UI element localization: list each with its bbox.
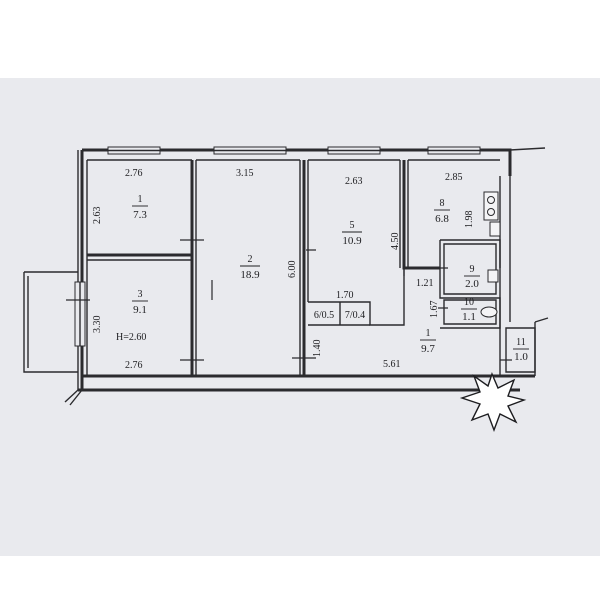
room2-width: 3.15 (236, 168, 254, 179)
washbasin-icon (487, 269, 499, 283)
room-3-number: 3 (138, 289, 143, 300)
outer-walls (64, 147, 549, 406)
room-2-label: 2 18.9 (240, 254, 260, 281)
room-11-area: 1.0 (514, 351, 528, 363)
room-11-label: 11 1.0 (513, 337, 529, 363)
windows (74, 146, 481, 347)
room8-width: 2.85 (445, 172, 463, 183)
interior-walls (86, 159, 536, 376)
room-8-area: 6.8 (435, 213, 449, 225)
sink-icon (489, 221, 501, 237)
room-2-number: 2 (248, 254, 253, 265)
room4-width: 2.76 (125, 168, 143, 179)
ceiling-height: H=2.60 (116, 332, 146, 343)
room-5-area: 10.9 (342, 235, 362, 247)
room-11-number: 11 (516, 337, 526, 348)
room3-width: 2.76 (125, 360, 143, 371)
room-6-label: 6/0.5 (314, 310, 334, 321)
room-8-number: 8 (440, 198, 445, 209)
room-3-label: 3 9.1 (132, 289, 148, 316)
room-10-number: 10 (464, 297, 474, 308)
room-2-area: 18.9 (240, 269, 260, 281)
hall-length: 5.61 (383, 359, 401, 370)
room5-length: 4.50 (390, 233, 401, 251)
room8-length: 1.98 (464, 211, 475, 229)
room-4-label: 1 7.3 (132, 194, 148, 221)
room-10-label: 10 1.1 (461, 297, 477, 323)
room-4-number: 1 (138, 194, 143, 205)
room4-height: 2.63 (92, 207, 103, 225)
entrance-star-icon (459, 372, 527, 432)
room-1-label: 1 9.7 (420, 328, 436, 355)
room-3-area: 9.1 (133, 304, 147, 316)
door-marks (66, 239, 512, 361)
room5-width: 2.63 (345, 176, 363, 187)
room2-length: 6.00 (287, 261, 298, 279)
closet-depth: 1.40 (312, 340, 323, 358)
room-7-label: 7/0.4 (345, 310, 365, 321)
room-5-label: 5 10.9 (342, 220, 362, 247)
room-9-number: 9 (470, 264, 475, 275)
room-4-area: 7.3 (133, 209, 147, 221)
plumbing-fixtures (480, 191, 501, 318)
room-9-area: 2.0 (465, 278, 479, 290)
room-1-number: 1 (426, 328, 431, 339)
room3-height: 3.30 (92, 316, 103, 334)
dimension-labels: 2.76 2.63 3.15 6.00 2.63 4.50 2.85 1.98 … (92, 168, 475, 371)
room-1-area: 9.7 (421, 343, 435, 355)
room-5-number: 5 (350, 220, 355, 231)
room-9-label: 9 2.0 (464, 264, 480, 290)
balcony (23, 271, 78, 373)
wc-depth: 1.67 (429, 301, 440, 319)
room-10-area: 1.1 (462, 311, 476, 323)
room-8-label: 8 6.8 (434, 198, 450, 225)
toilet-icon (480, 306, 498, 318)
bath-width: 1.21 (416, 278, 434, 289)
closet-width: 1.70 (336, 290, 354, 301)
